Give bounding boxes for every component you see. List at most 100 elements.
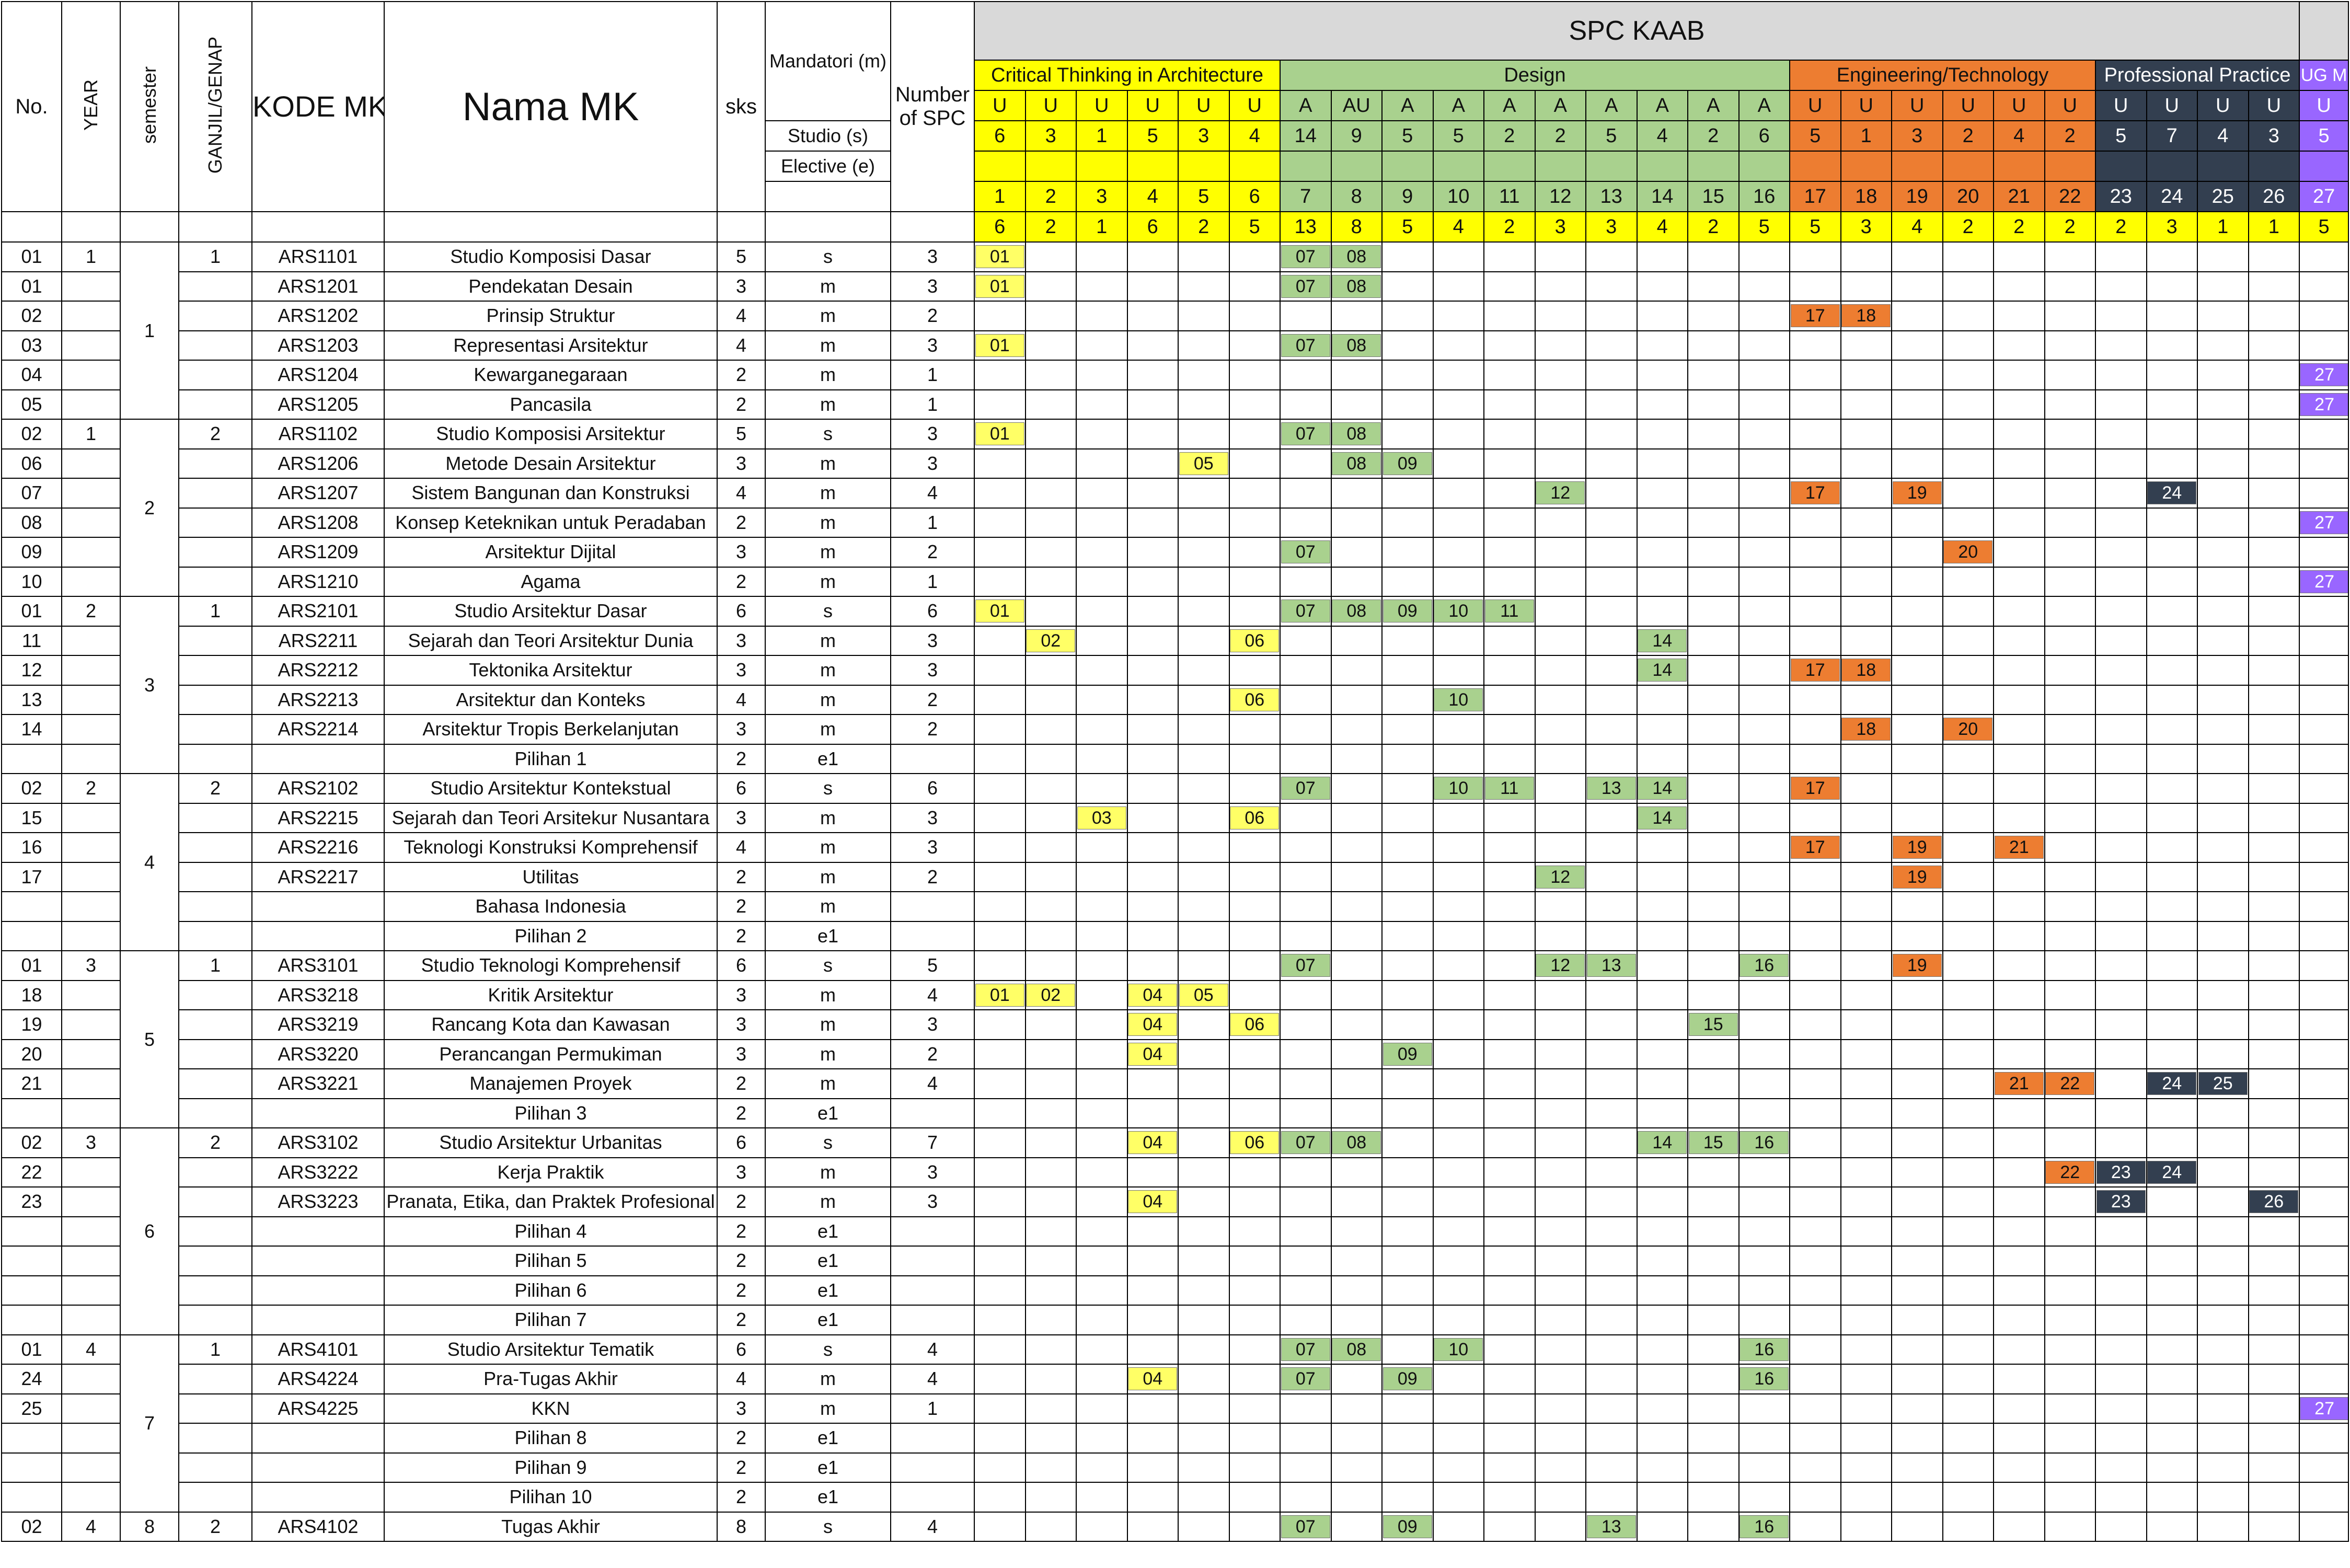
spc-cell [1076,448,1128,479]
spc-mark: 15 [1688,1131,1738,1155]
spc-cell [1228,301,1281,331]
row-type: m [765,1393,891,1424]
spc-cell [1942,1157,1994,1187]
spc-cell [1840,861,1892,892]
spc-cell: 23 [2095,1157,2147,1187]
spc-cell [2248,832,2300,863]
spc-count: 2 [1687,120,1740,152]
spc-cell [1432,330,1484,361]
spc-mark: 23 [2096,1160,2146,1184]
header-semester: semester [120,1,179,212]
spc-cell [1280,979,1332,1010]
spc-cell [1330,714,1383,745]
spc-level: A [1534,90,1586,121]
spc-cell [1483,1009,1536,1040]
spc-cell [1280,1039,1332,1069]
spc-cell [974,448,1026,479]
spc-cell [1636,271,1688,302]
spc-cell [1432,507,1484,538]
row-nama: Studio Arsitektur Dasar [384,596,718,627]
spc-cell [1126,330,1179,361]
header-nama-mk: Nama MK [384,1,718,212]
spc-cell [1840,802,1892,833]
spc-mark: 01 [975,422,1024,446]
spc-cell [1942,1305,1994,1335]
spc-cell [2299,891,2349,922]
spc-cell [1840,832,1892,863]
spc-total: 8 [1330,211,1383,243]
spc-cell [1024,301,1077,331]
spc-cell [1076,1423,1128,1454]
spc-level: AU [1330,90,1383,121]
spc-mark: 27 [2300,511,2348,534]
row-no [1,1216,62,1247]
row-nama: Pranata, Etika, dan Praktek Profesional [384,1186,718,1217]
spc-mark: 09 [1383,1515,1432,1538]
spc-cell [1942,773,1994,804]
spc-cell [1738,330,1790,361]
spc-cell [1228,241,1281,272]
spc-count: 5 [1381,120,1434,152]
row-ganjil [178,979,252,1010]
spc-cell [2146,1334,2198,1365]
spc-cell [1381,478,1434,509]
spc-cell [2146,596,2198,627]
spc-count: 7 [2146,120,2198,152]
spc-cell [1891,625,1943,656]
spc-count: 2 [2044,120,2096,152]
spc-mark: 08 [1332,245,1381,269]
spc-cell [2146,861,2198,892]
spc-cell [1993,389,2045,420]
row-type: s [765,1511,891,1542]
header-no: No. [1,1,62,212]
spc-total: 2 [2095,211,2147,243]
spc-cell [2299,1068,2349,1099]
spc-cell [2044,271,2096,302]
spc-cell [1687,419,1740,449]
row-sks: 2 [717,1305,766,1335]
spc-level: U [2044,90,2096,121]
spc-cell [1789,360,1841,390]
spc-cell: 16 [1738,1364,1790,1394]
spc-cell [1789,1068,1841,1099]
row-year [61,271,121,302]
spc-blank [1432,151,1484,182]
spc-cell [1585,891,1638,922]
spc-cell [1228,832,1281,863]
spc-number: 22 [2044,181,2096,212]
spc-cell [1483,389,1536,420]
header-spc-corner [2299,1,2349,61]
spc-cell: 27 [2299,507,2349,538]
spc-cell [1483,714,1536,745]
spc-cell [2044,1452,2096,1483]
spc-cell [1076,1039,1128,1069]
row-kode: ARS1209 [251,537,385,568]
spc-cell [2299,832,2349,863]
spc-cell [1076,1482,1128,1513]
spc-level: U [1076,90,1128,121]
spc-cell [1024,1039,1077,1069]
spc-cell [1280,1452,1332,1483]
spc-mark: 27 [2300,363,2348,387]
spc-cell [1891,920,1943,951]
spc-cell: 06 [1228,1127,1281,1158]
spc-cell [2044,448,2096,479]
spc-cell [2044,714,2096,745]
spc-cell [2044,655,2096,686]
spc-cell [2197,1393,2249,1424]
row-ganjil [178,1305,252,1335]
spc-cell [1330,566,1383,597]
spc-number: 25 [2197,181,2249,212]
spc-cell [1687,1452,1740,1483]
spc-cell [2146,1246,2198,1276]
spc-cell [1381,507,1434,538]
spc-cell [2044,566,2096,597]
row-no: 01 [1,950,62,981]
spc-cell [2299,1452,2349,1483]
spc-cell [2095,1068,2147,1099]
spc-cell [1534,537,1586,568]
spc-cell [1789,1364,1841,1394]
spc-cell [1076,1364,1128,1394]
spc-cell [1280,655,1332,686]
spc-cell [1687,1423,1740,1454]
